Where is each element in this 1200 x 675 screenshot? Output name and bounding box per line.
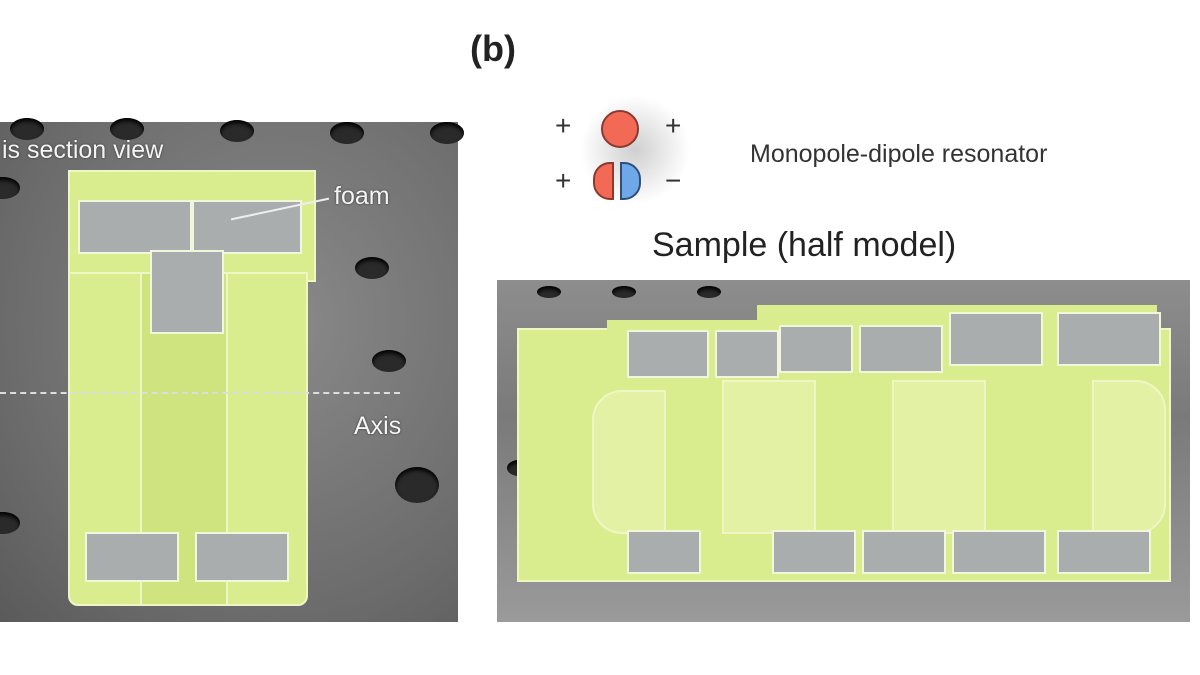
foam-block (715, 330, 779, 378)
axis-line (0, 392, 400, 394)
mount-hole (0, 177, 20, 199)
dipole-positive-icon (593, 162, 614, 200)
mount-hole (697, 286, 721, 298)
resonator-body (722, 380, 816, 534)
resonator-body (892, 380, 986, 534)
sign-top-left: + (555, 110, 572, 141)
mount-hole (330, 122, 364, 144)
foam-block (627, 330, 709, 378)
sign-bottom-right: − (665, 165, 682, 196)
mount-hole (10, 118, 44, 140)
foam-block (192, 200, 302, 254)
foam-block (1057, 312, 1161, 366)
mount-hole (0, 512, 20, 534)
sample-title: Sample (half model) (652, 226, 957, 264)
sample-photo (497, 280, 1190, 622)
axis-label: Axis (354, 412, 402, 440)
monopole-icon (601, 110, 639, 148)
resonator-body (592, 390, 666, 534)
sign-bottom-left: + (555, 165, 572, 196)
mount-hole (537, 286, 561, 298)
foam-block (859, 325, 943, 373)
foam-label: foam (334, 182, 390, 210)
mount-hole (110, 118, 144, 140)
mount-hole (430, 122, 464, 144)
mount-hole (220, 120, 254, 142)
foam-block (627, 530, 701, 574)
sign-top-right: + (665, 110, 682, 141)
foam-block (78, 200, 192, 254)
resonator-body (1092, 380, 1166, 534)
mount-hole (395, 467, 439, 503)
foam-block (150, 250, 224, 334)
section-view-title: is section view (2, 136, 164, 164)
foam-block (779, 325, 853, 373)
foam-block (1057, 530, 1151, 574)
foam-block (85, 532, 179, 582)
mount-hole (355, 257, 389, 279)
foam-block (949, 312, 1043, 366)
cross-section-photo: is section view foam Axis (0, 118, 464, 622)
mount-hole (612, 286, 636, 298)
legend-label: Monopole-dipole resonator (750, 140, 1048, 168)
mount-hole (372, 350, 406, 372)
foam-block (195, 532, 289, 582)
panel-label: (b) (470, 28, 516, 69)
foam-block (862, 530, 946, 574)
foam-block (952, 530, 1046, 574)
foam-block (772, 530, 856, 574)
